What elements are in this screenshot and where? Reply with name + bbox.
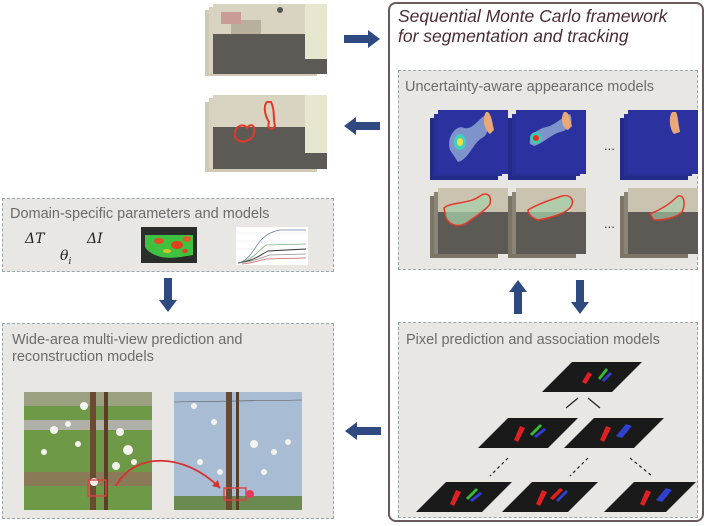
heatmap-stack-1 (430, 110, 508, 180)
heatmap-ellipsis: ... (604, 138, 615, 153)
heatmap-stack-2 (508, 110, 586, 180)
symbol-theta-i: θi (60, 248, 71, 267)
symbol-theta-subscript: i (68, 256, 72, 267)
symbol-delta-i: ΔI (87, 231, 103, 247)
smc-title-line2: for segmentation and tracking (398, 26, 629, 46)
arrow-right-into-framework (344, 30, 380, 48)
overlay-stack-2 (508, 188, 586, 258)
overlay-ellipsis: ... (604, 216, 615, 231)
arrow-down-to-wide-area (159, 278, 177, 312)
arrow-left-out-of-framework (344, 117, 380, 135)
tree-edge (587, 397, 601, 409)
domain-specific-title: Domain-specific parameters and models (10, 206, 270, 222)
tree-edge-dotted (629, 457, 653, 477)
association-tree (400, 360, 700, 520)
arrow-left-to-wide-area (345, 422, 381, 440)
input-video-frames (205, 2, 330, 78)
output-tracked-frames (205, 92, 330, 176)
tree-edge (565, 397, 579, 409)
orchard-view-1 (24, 392, 152, 510)
appearance-models-title: Uncertainty-aware appearance models (405, 79, 655, 95)
tree-leaf-3 (604, 482, 696, 512)
heatmap-stack-3 (620, 110, 698, 180)
smc-framework-title: Sequential Monte Carlo framework for seg… (398, 6, 698, 46)
overlay-stack-3 (620, 188, 698, 258)
wide-area-title: Wide-area multi-view prediction and reco… (12, 332, 243, 366)
tree-leaf-1 (416, 482, 512, 512)
smc-title-line1: Sequential Monte Carlo framework (398, 6, 668, 26)
tree-node-right (564, 418, 664, 448)
symbol-delta-t: ΔT (25, 231, 45, 247)
tree-leaf-2 (502, 482, 598, 512)
arrow-down-to-pixel (571, 280, 589, 314)
segmentation-overlay-stacks: ... (430, 188, 700, 263)
pixel-prediction-title: Pixel prediction and association models (406, 332, 660, 348)
multi-view-photos (24, 392, 304, 510)
arrow-up-to-appearance (509, 280, 527, 314)
correspondence-arrow (115, 459, 221, 489)
symbol-theta: θ (60, 248, 69, 264)
tree-edge-dotted (489, 457, 509, 477)
overlay-stack-1 (430, 188, 508, 258)
tree-node-root (542, 362, 642, 392)
heatmap-stacks: ... (430, 110, 700, 185)
heatmap-thumbnail (141, 227, 197, 263)
growth-curves-thumbnail (236, 227, 308, 265)
tree-node-left (478, 418, 578, 448)
wide-area-title-line2: reconstruction models (12, 349, 154, 365)
orchard-view-2 (173, 392, 303, 510)
tree-edge-dotted (569, 457, 589, 477)
wide-area-title-line1: Wide-area multi-view prediction and (12, 332, 243, 348)
